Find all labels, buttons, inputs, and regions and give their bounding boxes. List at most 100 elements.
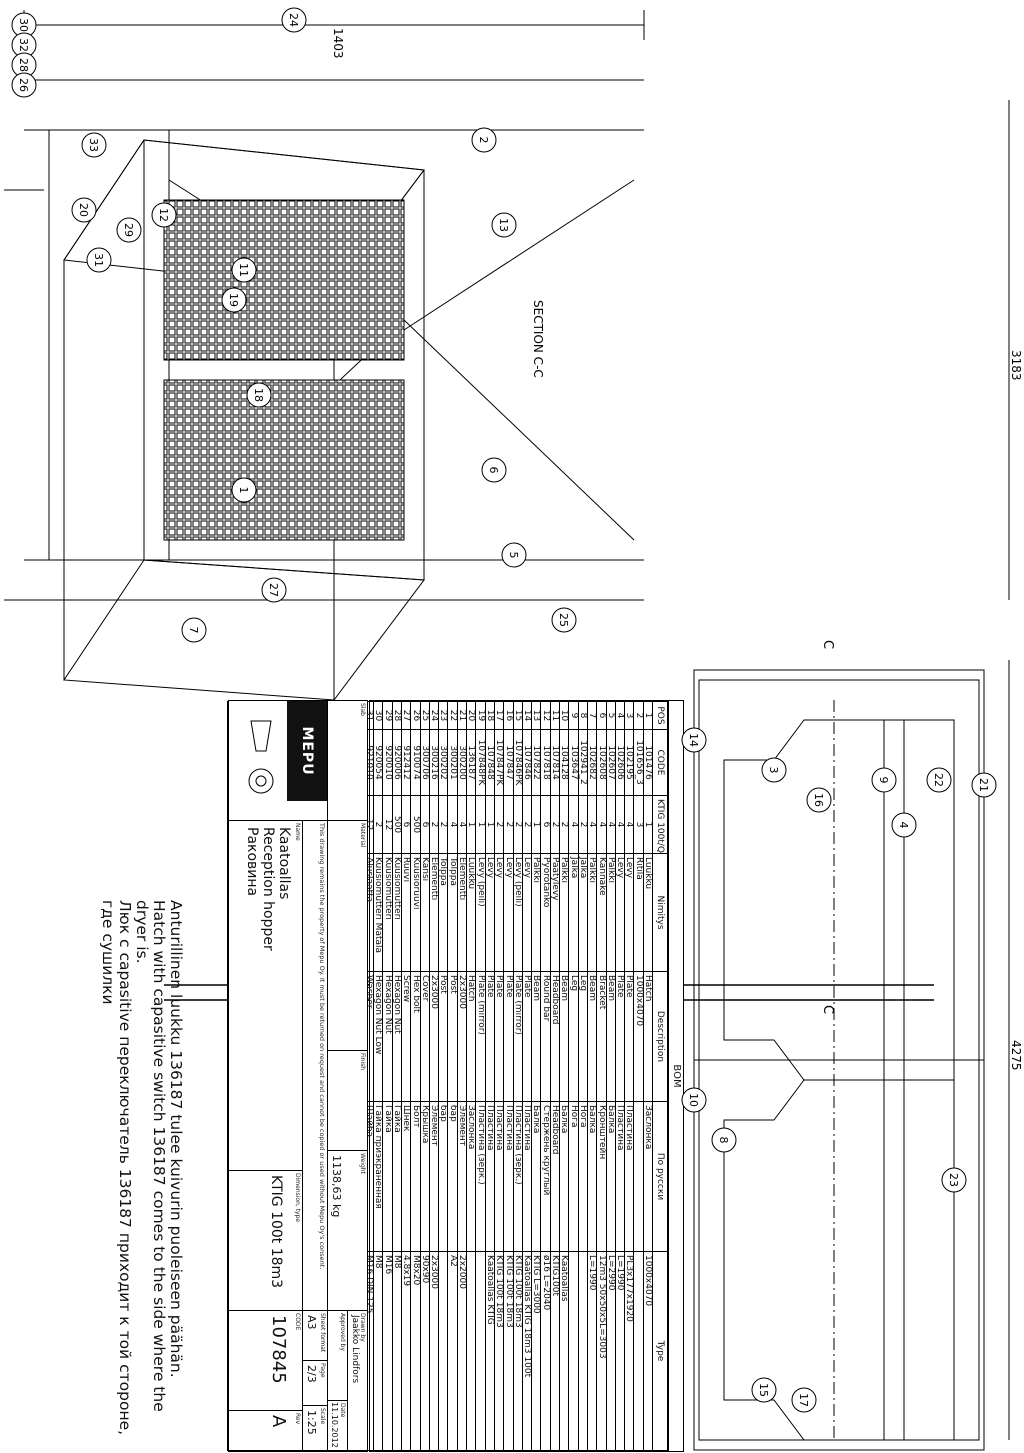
material-cell: Material [327,821,367,1051]
bom-cell: 102606 [615,729,625,796]
bom-cell: M8 [392,1251,402,1451]
bom-cell: 101476 [643,729,653,796]
bom-cell: 90x90 [420,1251,430,1451]
bom-cell: 1 [531,795,541,854]
bom-cell: Элемент [457,1101,467,1252]
bom-cell: Kannake [596,853,607,972]
bom-cell: Plate [522,971,532,1102]
bom-cell: Hexagon Nut [392,971,402,1102]
bom-cell: Балка [559,1101,569,1252]
bom-cell: 1000x4070 [633,971,644,1102]
bom-cell: KTIG 100t 18m3 [503,1251,514,1451]
note-fi: Anturillinen luukku 136187 tulee kuivuri… [167,900,185,1378]
bom-cell: 27 [401,701,411,730]
bom-cell: Балка [606,1101,616,1252]
bom-cell: Элемент [429,1101,439,1252]
bom-cell: 107846 [522,729,532,796]
bom-cell: 101656_3 [633,729,644,796]
bom-cell: Пластина [503,1101,514,1252]
bom-cell: 28 [392,701,402,730]
bom-cell: Plate [485,971,495,1102]
bom-cell: Hatch [643,971,653,1102]
bom-cell: 4 [615,701,625,730]
projection-symbol-icon [248,720,274,794]
bom-cell: 4 [615,795,625,854]
bom-cell: L=2990 [606,1251,616,1451]
bom-cell: L=1990 [587,1251,597,1451]
bom-cell: 300200 [457,729,467,796]
bom-cell: Tolppa [438,853,448,972]
bom-cell: 2x3000 [429,971,439,1102]
bom-cell [466,1251,476,1451]
bom-cell: 107848 [485,729,495,796]
bom-cell: Балка [587,1101,597,1252]
bom-cell: Elementti [429,853,439,972]
bom-cell: Elementti [457,853,467,972]
bom-cell: Пластина [522,1101,532,1252]
bom-cell: Leg [568,971,579,1102]
finish-cell: Finish [327,1051,367,1151]
bom-cell: 107814 [550,729,560,796]
bom-cell: 107848PK [475,729,486,796]
bom-cell: 20 [466,701,476,730]
bom-cell: 3 [633,795,644,854]
bom-cell: 10 [559,701,569,730]
bom-cell: Levy [624,853,634,972]
bom-cell: Заслонка [466,1101,476,1252]
bom-cell: 4 [457,795,467,854]
bom-cell: KTIG L=3000 [531,1251,541,1451]
bom-cell: 5 [606,701,616,730]
bom-cell: 30 [373,701,383,730]
bom-cell: Ritilä [633,853,644,972]
bom-cell: 107847PK [494,729,504,796]
bom-cell: 2 [503,795,514,854]
bom-cell: Beam [587,971,597,1102]
section-side-walls [48,129,170,561]
grate-panel-right [163,379,405,541]
bom-cell: 102682 [587,729,597,796]
bom-cell: 16 [503,701,514,730]
bom-header-4: Description [652,971,668,1102]
bom-cell: Beam [559,971,569,1102]
note-ru: Люк с сарasitive переключатель 136187 пр… [99,900,134,1436]
bom-cell: 2 [559,795,569,854]
bom-cell: 107818 [540,729,551,796]
bom-cell: 1 [643,701,653,730]
bom-cell: Кронштейн [596,1101,607,1252]
bom-cell: бар [447,1101,458,1252]
bom-cell: Нога [578,1101,588,1252]
bom-cell: 4 [568,795,579,854]
bom-cell: ø16 L=2040 [540,1251,551,1451]
mepu-logo: MEPU [287,701,327,801]
bom-cell: 2 [494,795,504,854]
bom-cell: Гайка [382,1101,393,1252]
bom-cell: Plate [615,971,625,1102]
bom-cell: 4 [606,795,616,854]
bom-cell: 6 [596,701,607,730]
bom-cell: 1000x4070 [643,1251,653,1451]
bom-cell: Hexagon Nut Low [373,971,383,1102]
bom-cell [578,1251,588,1451]
bom-cell: 24 [429,701,439,730]
bom-cell: Kaatoallas KTIG [485,1251,495,1451]
bom-cell: Hex bolt [410,971,421,1102]
bom-cell: 2 [522,795,532,854]
